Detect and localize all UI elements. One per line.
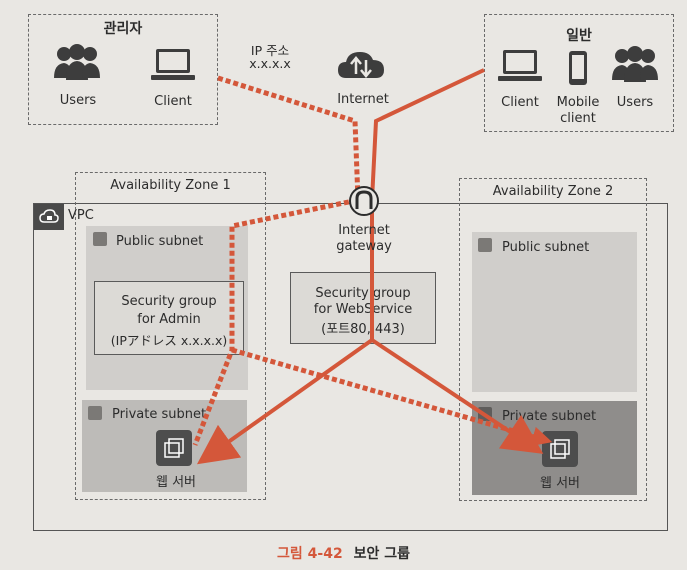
general-group-box	[484, 14, 674, 132]
az1-public-lock-icon	[93, 232, 107, 246]
sg-web-line3: (포트80, 443)	[321, 322, 405, 337]
sg-web-box	[290, 272, 436, 344]
admin-dashed-path	[192, 75, 361, 446]
client-laptop-icon	[151, 49, 195, 80]
vpc-icon-glyph	[39, 209, 59, 223]
sg-web-line2: for WebService	[313, 302, 413, 317]
sg-admin-line1: Security group	[121, 294, 217, 309]
general-client-laptop-icon	[498, 50, 542, 81]
general-users-icon	[612, 46, 658, 82]
ip-note-line1: IP 주소	[250, 43, 290, 58]
az2-server-label: 웹 서버	[539, 476, 580, 491]
figure-caption: 그림 4-42 보안 그룹	[0, 543, 687, 563]
az1-private-lock-icon	[88, 406, 102, 420]
sg-admin-line3: (IPアドレス x.x.x.x)	[110, 333, 228, 348]
az1-label: Availability Zone 1	[110, 178, 231, 193]
mobile-phone-icon	[569, 51, 587, 85]
admin-group-box	[28, 14, 218, 125]
general-client-label: Client	[501, 95, 539, 110]
sg-admin-box	[94, 281, 244, 355]
az2-label: Availability Zone 2	[492, 184, 614, 199]
az2-public-subnet	[472, 232, 637, 392]
az2-public-subnet-label: Public subnet	[502, 240, 590, 255]
web-solid-to-az2	[370, 338, 544, 454]
mobile-client-label: Mobile client	[548, 95, 608, 127]
az2-server-glyph	[550, 439, 570, 459]
figure-title: 보안 그룹	[353, 546, 410, 562]
admin-users-label: Users	[59, 93, 97, 108]
general-group-title: 일반	[566, 28, 592, 44]
az1-server-chip-icon	[156, 430, 192, 466]
general-users-label: Users	[616, 95, 654, 110]
admin-dashed-path-to-az2	[231, 347, 553, 447]
web-solid-to-az1	[196, 338, 374, 465]
az1-private-subnet-label: Private subnet	[112, 407, 207, 422]
mobile-client-text: Mobile client	[556, 95, 600, 126]
internet-cloud-icon	[338, 52, 384, 78]
admin-group-title: 관리자	[103, 21, 143, 37]
web-solid-path	[370, 68, 485, 340]
az1-box	[75, 172, 266, 500]
az1-public-subnet-label: Public subnet	[116, 234, 204, 249]
gateway-label-text: Internet gateway	[336, 223, 392, 254]
vpc-label: VPC	[68, 208, 94, 223]
ip-note-line2: x.x.x.x	[249, 56, 291, 71]
az1-server-glyph	[164, 438, 184, 458]
internet-label: Internet	[337, 92, 389, 107]
az2-box	[459, 178, 647, 501]
sg-admin-line2: for Admin	[137, 312, 201, 327]
users-icon	[54, 44, 100, 80]
az1-server-label: 웹 서버	[155, 475, 196, 490]
sg-web-line1: Security group	[315, 286, 411, 301]
figure-number: 그림 4-42	[277, 546, 343, 562]
az2-public-lock-icon	[478, 238, 492, 252]
admin-client-label: Client	[154, 94, 192, 109]
gateway-label: Internet gateway	[318, 223, 410, 255]
